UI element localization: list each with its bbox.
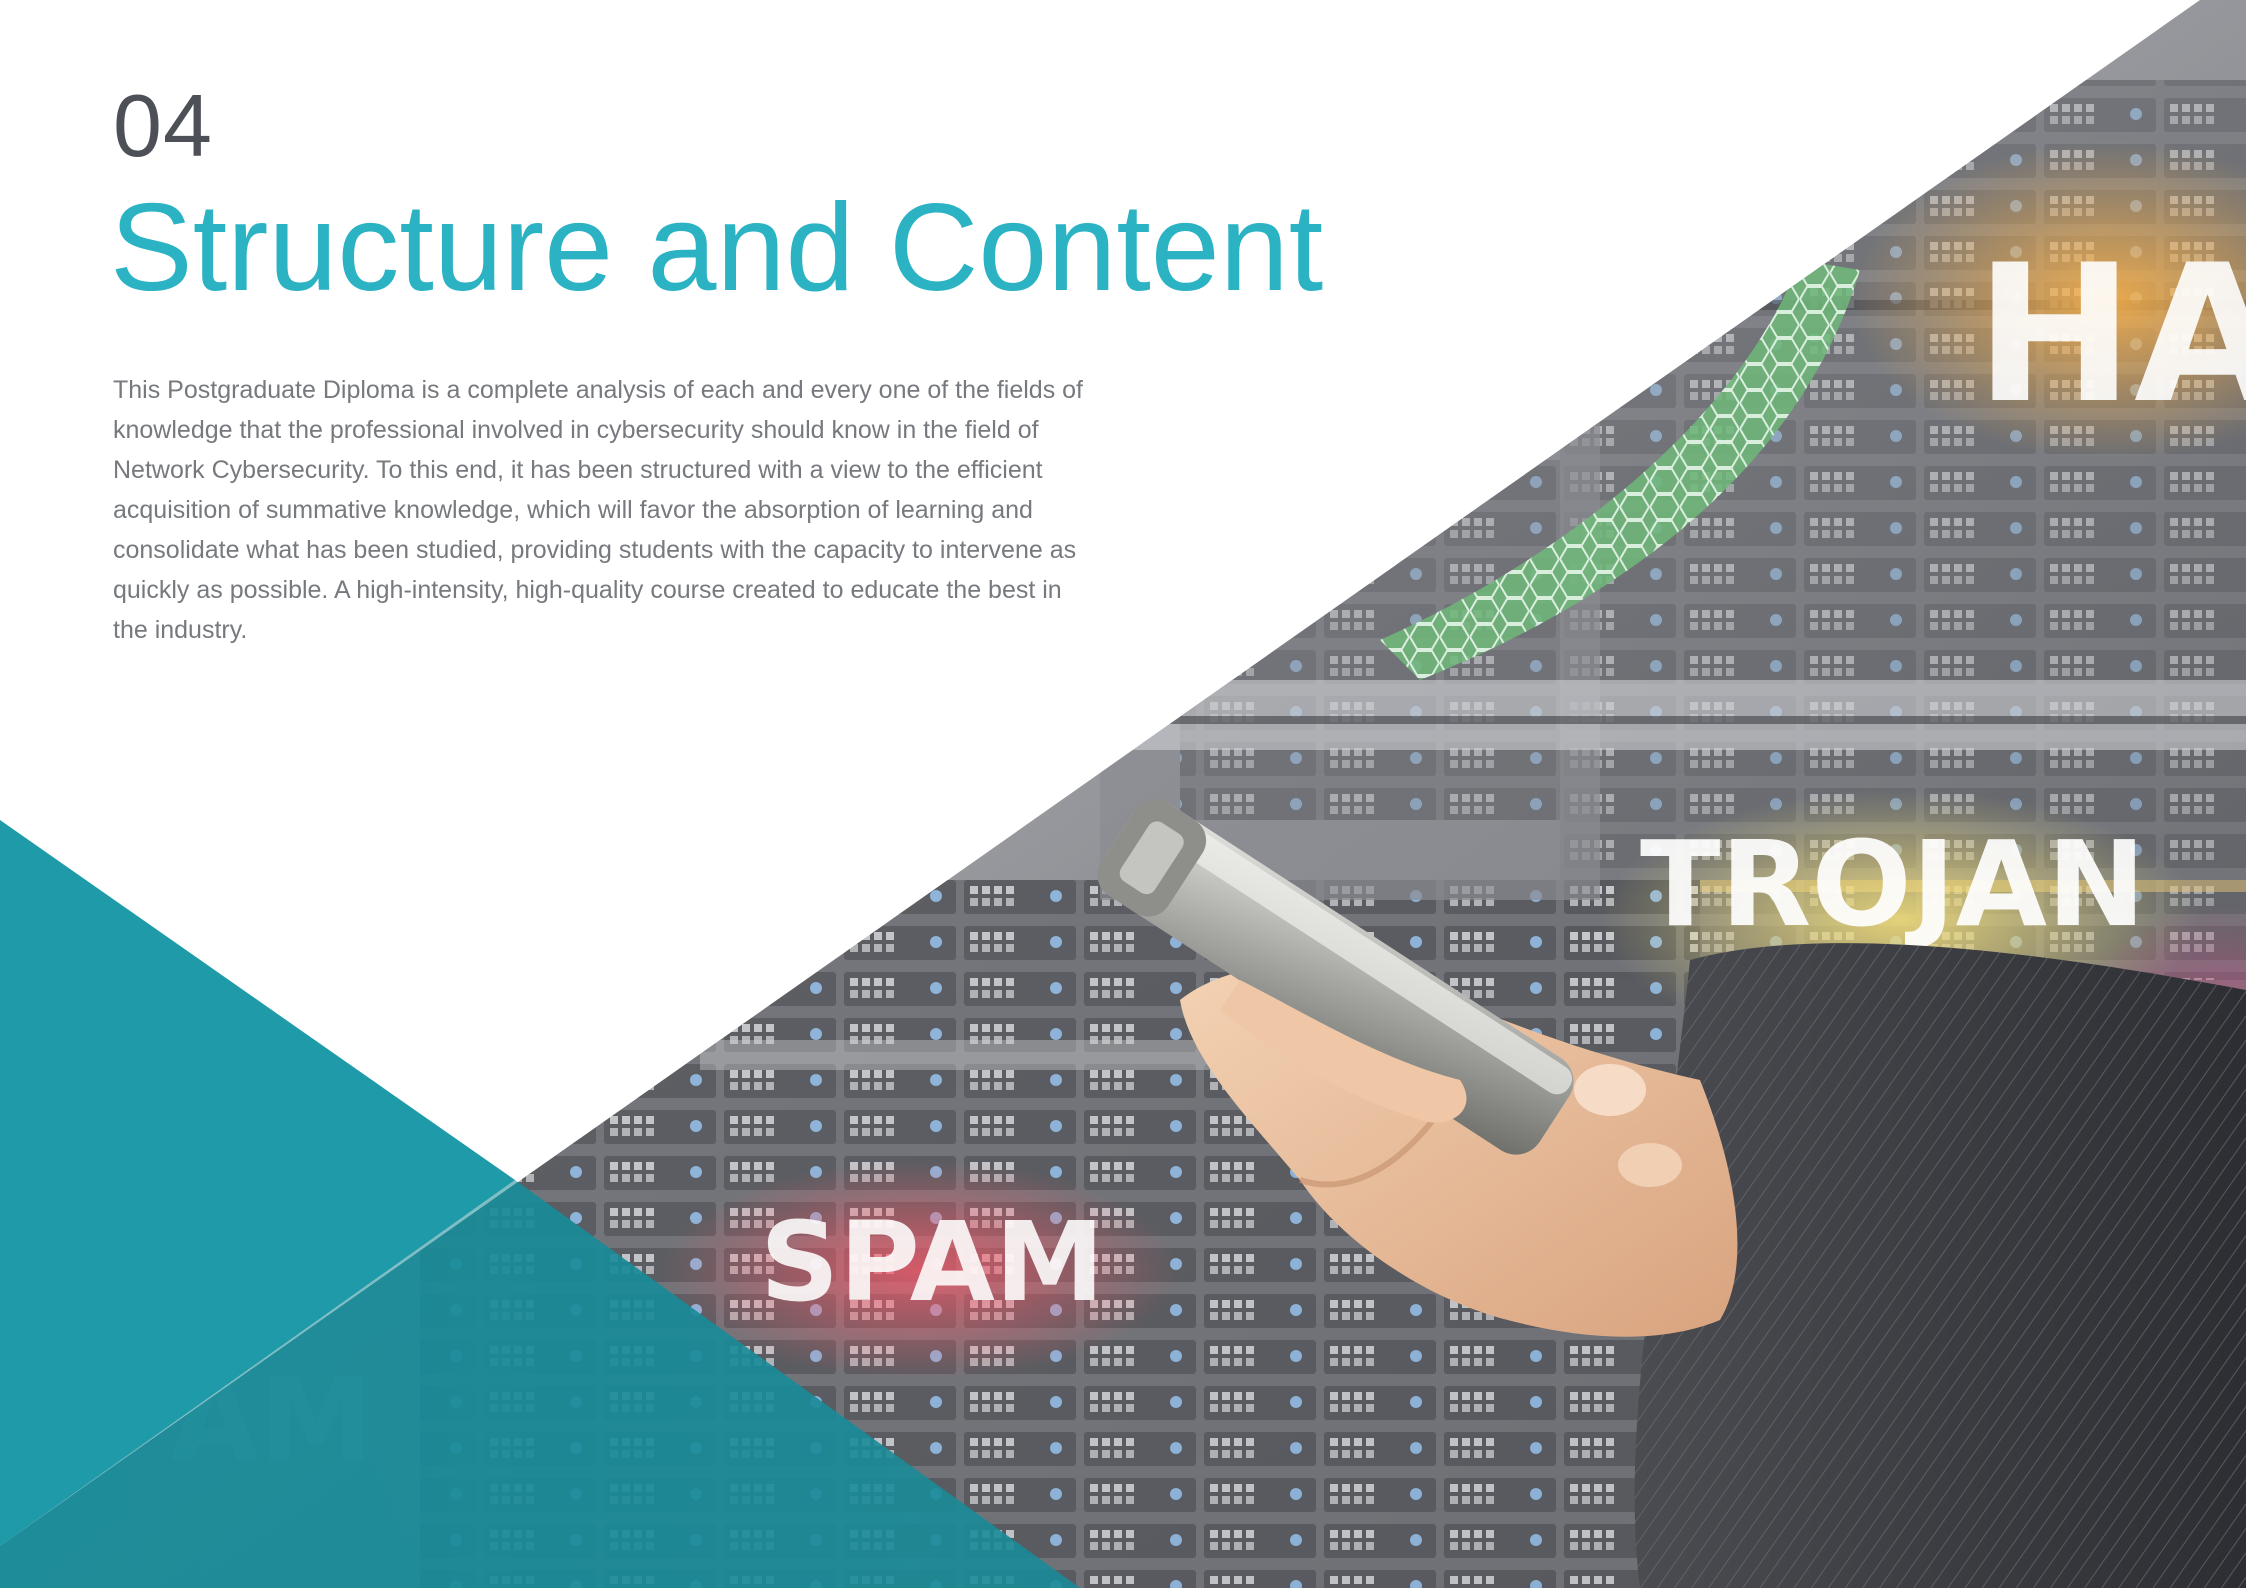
teal-accent-triangle [0,820,515,1546]
section-number: 04 [113,76,213,175]
spam-word: SPAM [760,1198,1104,1326]
section-title: Structure and Content [110,179,1324,317]
intro-paragraph: This Postgraduate Diploma is a complete … [113,376,1083,644]
trojan-word: TROJAN [1640,815,2146,953]
hacker-word: HA [1975,224,2246,445]
